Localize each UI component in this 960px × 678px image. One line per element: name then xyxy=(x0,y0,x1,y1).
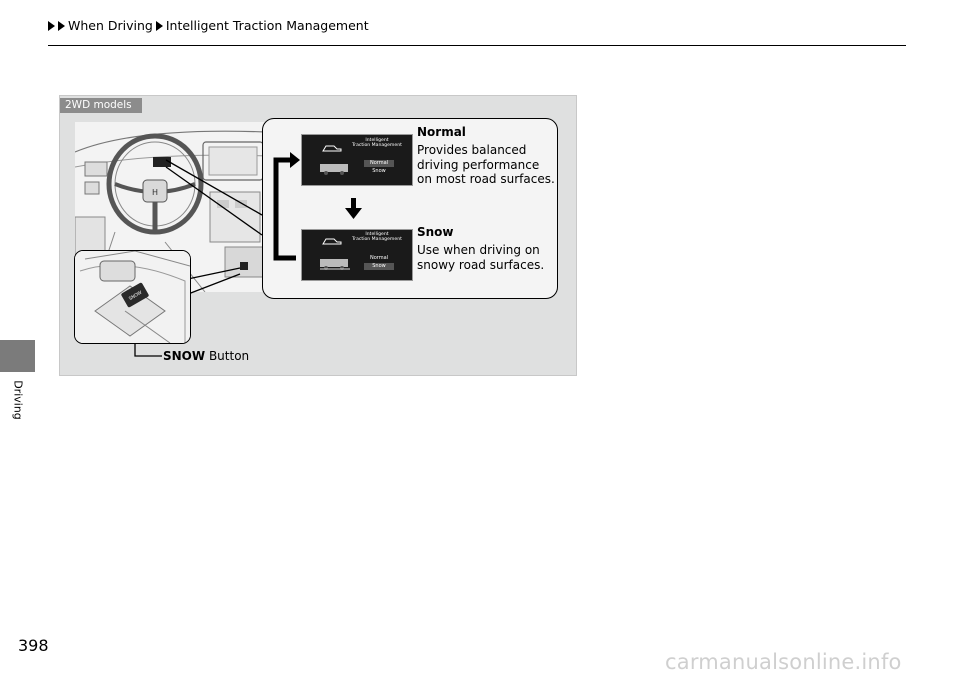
arrow-right-icon xyxy=(290,152,300,168)
car-outline-icon xyxy=(322,238,342,245)
snow-button-inset: SNOW xyxy=(74,250,191,344)
mode-name-snow: Snow xyxy=(417,225,454,239)
truck-snow-icon xyxy=(320,259,350,270)
car-outline-icon xyxy=(322,145,342,152)
header-rule xyxy=(48,45,906,46)
svg-text:H: H xyxy=(152,188,158,197)
breadcrumb-arrow-icon xyxy=(155,20,163,31)
mode-name-normal: Normal xyxy=(417,125,466,139)
breadcrumb: When Driving Intelligent Traction Manage… xyxy=(48,18,369,33)
snow-button-callout: SNOW Button xyxy=(163,349,250,363)
screen-title: Intelligent Traction Management xyxy=(352,232,402,242)
breadcrumb-item-intelligent-traction[interactable]: Intelligent Traction Management xyxy=(165,18,369,33)
screen-option-normal: Normal xyxy=(369,255,389,261)
screen-option-snow: Snow xyxy=(372,168,386,174)
mode-desc-snow: Use when driving on snowy road surfaces. xyxy=(417,243,545,272)
mode-desc-normal: Provides balanced driving performance on… xyxy=(417,143,555,186)
normal-mode-screen: Intelligent Traction Management Normal S… xyxy=(301,134,413,186)
breadcrumb-arrow-icon xyxy=(58,20,65,31)
page-number: 398 xyxy=(18,636,49,655)
breadcrumb-item-when-driving[interactable]: When Driving xyxy=(68,18,153,33)
console-drawing: SNOW xyxy=(75,251,190,343)
breadcrumb-arrow-icon xyxy=(48,20,55,31)
section-tab[interactable] xyxy=(0,340,35,372)
truck-icon xyxy=(320,164,348,175)
screen-option-normal: Normal xyxy=(364,160,394,167)
snow-mode-screen: Intelligent Traction Management Normal S… xyxy=(301,229,413,281)
screen-title: Intelligent Traction Management xyxy=(352,138,402,148)
watermark: carmanualsonline.info xyxy=(665,650,902,674)
model-badge: 2WD models xyxy=(60,98,142,113)
arrow-down-icon xyxy=(345,208,362,219)
arrow-down-stem xyxy=(351,198,356,210)
screen-option-snow: Snow xyxy=(364,263,394,270)
